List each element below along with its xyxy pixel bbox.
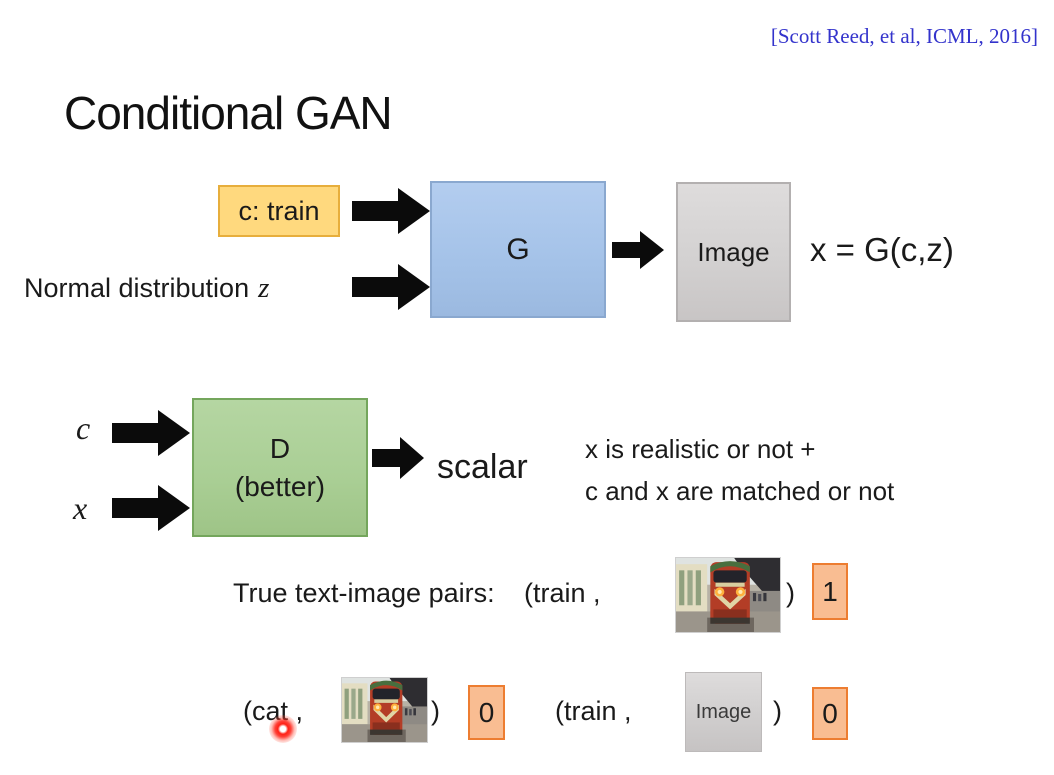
score-value: 0 xyxy=(478,696,495,728)
discriminator-label-line1: D xyxy=(269,432,291,464)
generator-equation: x = G(c,z) xyxy=(810,231,954,268)
arrow-right-icon xyxy=(372,434,424,482)
generated-image-label: Image xyxy=(697,236,770,267)
train-photo xyxy=(676,558,780,632)
condition-box: c: train xyxy=(218,185,340,237)
scalar-output-label: scalar xyxy=(437,448,528,486)
pair-wrong-text-close: ) xyxy=(431,696,440,726)
input-c-label: c xyxy=(76,410,91,446)
score-value: 1 xyxy=(822,575,838,607)
image-placeholder-box: Image xyxy=(685,672,762,752)
input-x-label: x xyxy=(73,490,88,526)
score-box-wrong-text: 0 xyxy=(468,685,505,740)
pair-true-open: (train , xyxy=(524,578,601,608)
citation-text: [Scott Reed, et al, ICML, 2016] xyxy=(770,24,1038,48)
arrow-right-icon xyxy=(352,186,430,236)
image-placeholder-label: Image xyxy=(695,700,752,723)
note-line-1: x is realistic or not + xyxy=(585,434,816,464)
pair-wrong-image-close: ) xyxy=(773,696,782,726)
condition-label: c: train xyxy=(238,195,320,226)
discriminator-box: D (better) xyxy=(192,398,368,537)
generator-label: G xyxy=(506,232,530,266)
pair-true-close: ) xyxy=(786,578,795,608)
generated-image-box: Image xyxy=(676,182,791,322)
score-box-true: 1 xyxy=(812,563,848,620)
arrow-right-icon xyxy=(352,262,430,312)
discriminator-note: x is realistic or not + c and x are matc… xyxy=(585,428,894,512)
arrow-right-icon xyxy=(112,408,190,458)
page-title: Conditional GAN xyxy=(64,87,393,139)
generator-box: G xyxy=(430,181,606,318)
arrow-right-icon xyxy=(112,483,190,533)
arrow-right-icon xyxy=(612,228,664,272)
noise-variable: z xyxy=(258,272,270,304)
train-photo xyxy=(342,678,427,742)
true-pairs-label: True text-image pairs: xyxy=(233,578,495,608)
score-value: 0 xyxy=(822,697,838,729)
score-box-wrong-image: 0 xyxy=(812,687,848,740)
discriminator-label-line2: (better) xyxy=(234,470,326,502)
pair-wrong-image-open: (train , xyxy=(555,696,632,726)
note-line-2: c and x are matched or not xyxy=(585,476,895,506)
laser-pointer-dot xyxy=(269,715,297,743)
